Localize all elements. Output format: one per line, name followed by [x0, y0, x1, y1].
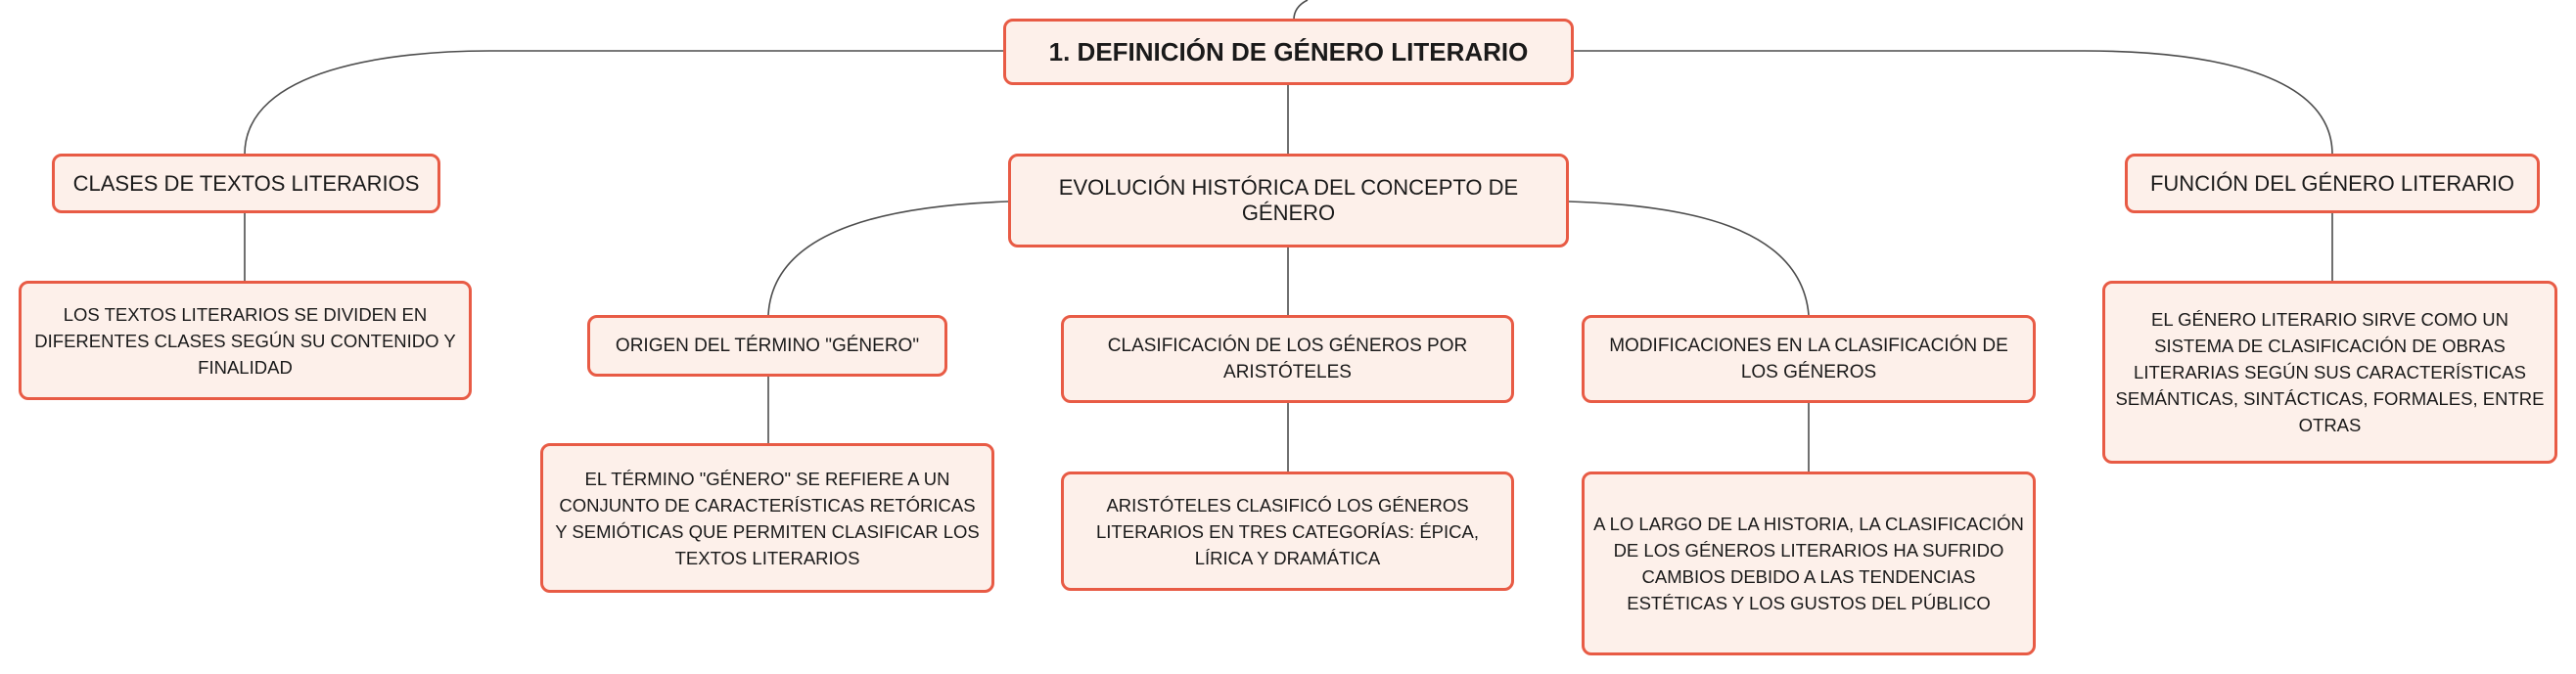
- funcion-node-label: FUNCIÓN DEL GÉNERO LITERARIO: [2149, 170, 2514, 196]
- evolucion-node-label: EVOLUCIÓN HISTÓRICA DEL CONCEPTO DE GÉNE…: [1058, 175, 1519, 225]
- connector-root-clases: [244, 50, 1003, 156]
- origen-detail-node[interactable]: EL TÉRMINO "GÉNERO" SE REFIERE A UN CONJ…: [540, 443, 994, 593]
- origen-node-label: ORIGEN DEL TÉRMINO "GÉNERO": [615, 336, 920, 356]
- clasificacion-detail-label: ARISTÓTELES CLASIFICÓ LOS GÉNEROS LITERA…: [1096, 494, 1479, 568]
- origen-node[interactable]: ORIGEN DEL TÉRMINO "GÉNERO": [587, 315, 947, 377]
- funcion-node[interactable]: FUNCIÓN DEL GÉNERO LITERARIO: [2125, 154, 2540, 213]
- root-node-label: 1. DEFINICIÓN DE GÉNERO LITERARIO: [1048, 36, 1529, 67]
- origen-detail-label: EL TÉRMINO "GÉNERO" SE REFIERE A UN CONJ…: [555, 468, 980, 568]
- clases-detail-label: LOS TEXTOS LITERARIOS SE DIVIDEN EN DIFE…: [34, 303, 456, 378]
- root-node[interactable]: 1. DEFINICIÓN DE GÉNERO LITERARIO: [1003, 19, 1574, 85]
- modificaciones-detail-node[interactable]: A LO LARGO DE LA HISTORIA, LA CLASIFICAC…: [1582, 472, 2036, 655]
- clases-node-label: CLASES DE TEXTOS LITERARIOS: [72, 170, 420, 196]
- modificaciones-node[interactable]: MODIFICACIONES EN LA CLASIFICACIÓN DE LO…: [1582, 315, 2036, 403]
- evolucion-node[interactable]: EVOLUCIÓN HISTÓRICA DEL CONCEPTO DE GÉNE…: [1008, 154, 1569, 247]
- clases-node[interactable]: CLASES DE TEXTOS LITERARIOS: [52, 154, 440, 213]
- clasificacion-detail-node[interactable]: ARISTÓTELES CLASIFICÓ LOS GÉNEROS LITERA…: [1061, 472, 1514, 591]
- connector-root-funcion: [1574, 50, 2333, 156]
- connector-evolucion-modificaciones: [1568, 201, 1810, 316]
- connector-evolucion-origen: [767, 201, 1009, 316]
- modificaciones-node-label: MODIFICACIONES EN LA CLASIFICACIÓN DE LO…: [1609, 336, 2008, 382]
- clasificacion-node[interactable]: CLASIFICACIÓN DE LOS GÉNEROS POR ARISTÓT…: [1061, 315, 1514, 403]
- modificaciones-detail-label: A LO LARGO DE LA HISTORIA, LA CLASIFICAC…: [1593, 514, 2024, 613]
- funcion-detail-label: EL GÉNERO LITERARIO SIRVE COMO UN SISTEM…: [2115, 309, 2545, 435]
- clases-detail-node[interactable]: LOS TEXTOS LITERARIOS SE DIVIDEN EN DIFE…: [19, 281, 472, 400]
- funcion-detail-node[interactable]: EL GÉNERO LITERARIO SIRVE COMO UN SISTEM…: [2102, 281, 2557, 464]
- connector-parent-root: [1293, 0, 1309, 21]
- clasificacion-node-label: CLASIFICACIÓN DE LOS GÉNEROS POR ARISTÓT…: [1107, 336, 1468, 382]
